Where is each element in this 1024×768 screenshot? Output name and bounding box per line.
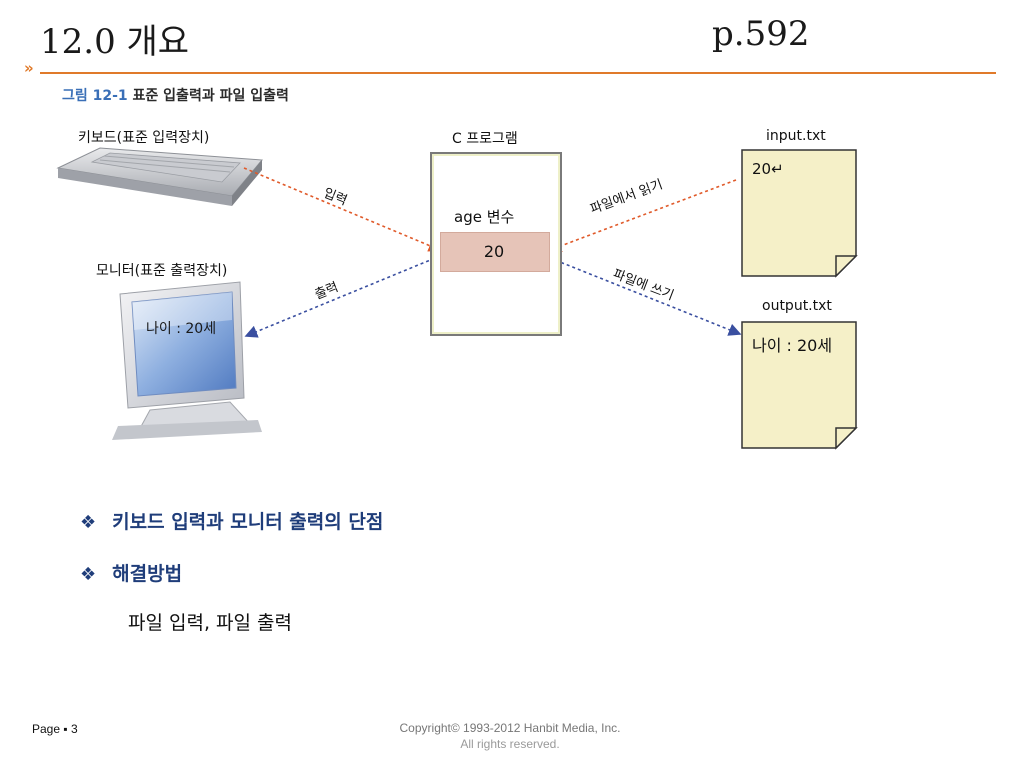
figure-caption: 그림 12-1 표준 입출력과 파일 입출력 xyxy=(62,85,289,105)
title-divider xyxy=(40,72,996,74)
double-chevron-icon: » xyxy=(24,59,34,77)
monitor-icon xyxy=(112,281,262,440)
bullet-text: 키보드 입력과 모니터 출력의 단점 xyxy=(112,511,384,533)
figure-caption-text: 표준 입출력과 파일 입출력 xyxy=(132,88,289,104)
page-reference: p.592 xyxy=(712,14,810,54)
input-arrow xyxy=(243,167,442,252)
diamond-bullet-icon: ❖ xyxy=(80,564,97,585)
input-file-icon xyxy=(741,149,858,278)
variable-value: 20 xyxy=(483,242,505,261)
keyboard-label: 키보드(표준 입력장치) xyxy=(78,130,210,146)
copyright-line2: All rights reserved. xyxy=(460,737,560,751)
bullet-text: 해결방법 xyxy=(112,563,183,585)
figure-number: 그림 12-1 xyxy=(62,88,128,104)
output-arrow xyxy=(244,255,441,338)
diamond-bullet-icon: ❖ xyxy=(80,512,97,533)
bullet-item-solution: ❖ 해결방법 xyxy=(80,559,182,586)
slide-title: 12.0 개요 xyxy=(40,22,190,62)
output-file-name: output.txt xyxy=(762,298,832,314)
monitor-screen-text: 나이 : 20세 xyxy=(146,321,217,337)
page-number: Page ▪ 3 xyxy=(32,722,78,736)
output-file-icon xyxy=(741,321,858,450)
solution-text: 파일 입력, 파일 출력 xyxy=(128,612,292,634)
output-file-content: 나이 : 20세 xyxy=(752,336,833,355)
write-file-arrow xyxy=(549,257,742,336)
program-label: C 프로그램 xyxy=(452,131,518,147)
bullet-item-disadvantage: ❖ 키보드 입력과 모니터 출력의 단점 xyxy=(80,507,383,534)
copyright-line1: Copyright© 1993-2012 Hanbit Media, Inc. xyxy=(399,721,621,735)
keyboard-icon xyxy=(56,147,264,206)
variable-label: age 변수 xyxy=(454,208,515,226)
input-file-name: input.txt xyxy=(766,128,826,144)
io-diagram xyxy=(56,147,858,450)
monitor-label: 모니터(표준 출력장치) xyxy=(96,263,228,279)
input-file-content: 20↵ xyxy=(752,160,784,178)
copyright: Copyright© 1993-2012 Hanbit Media, Inc. … xyxy=(330,720,690,752)
variable-box xyxy=(440,232,550,272)
